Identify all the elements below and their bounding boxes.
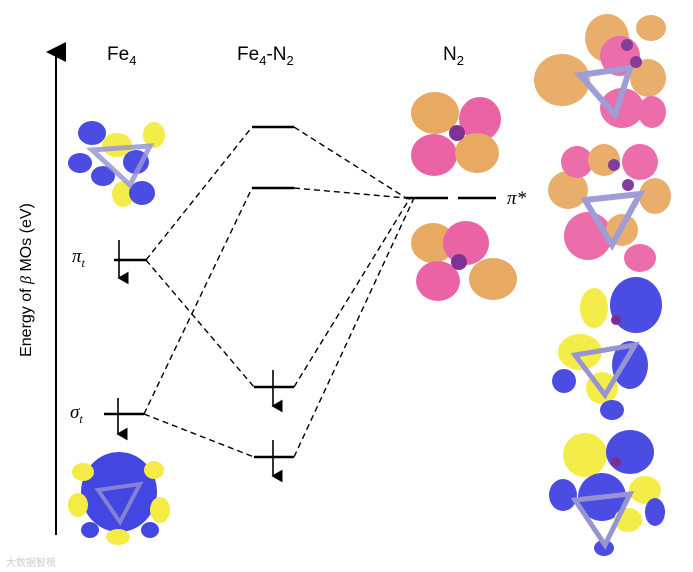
axis-label-beta: β <box>18 276 35 285</box>
label-pi-t: πt <box>72 246 86 270</box>
label-sigma-t: σt <box>70 402 83 426</box>
header-n2: N2 <box>443 44 464 68</box>
orbital-complex-1 <box>534 14 666 128</box>
header-fe4: Fe4 <box>107 44 136 68</box>
orbital-fe4-sigma-t <box>68 452 170 545</box>
label-pi-star: π* <box>507 188 527 209</box>
orbital-complex-2 <box>548 144 671 272</box>
watermark: 大数据智模 <box>6 556 56 569</box>
header-fe4-n2: Fe4-N2 <box>237 44 294 68</box>
energy-axis-label: Energy of β MOs (eV) <box>18 203 35 357</box>
axis-label-prefix: Energy of <box>18 284 35 357</box>
electron-spins <box>118 240 273 476</box>
axis-label-suffix: MOs (eV) <box>18 203 35 276</box>
orbital-n2-pi-star-upper <box>411 92 501 176</box>
orbital-complex-3 <box>552 277 662 420</box>
orbital-complex-4 <box>549 430 665 556</box>
orbital-fe4-pi-t <box>68 121 165 207</box>
correlation-lines <box>144 127 414 457</box>
orbital-n2-pi-star-lower <box>411 221 517 301</box>
